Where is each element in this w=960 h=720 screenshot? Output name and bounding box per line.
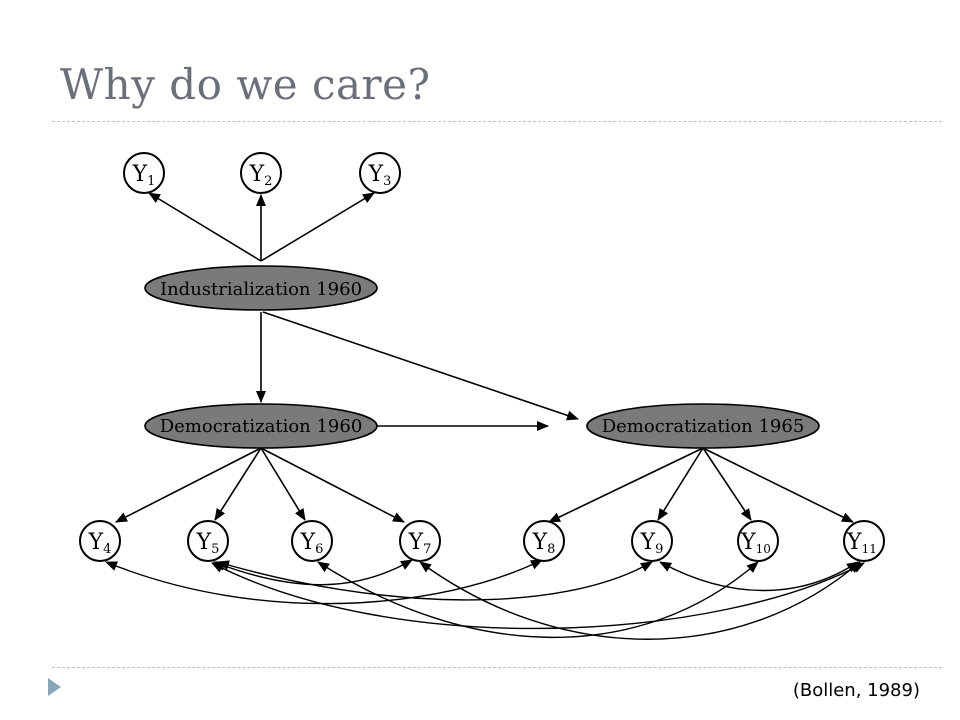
svg-text:Industrialization 1960: Industrialization 1960 [160,279,362,300]
path-ind60-dem65 [262,311,579,421]
path-dem65-y11 [702,447,854,523]
correlation-y5-y11 [211,562,865,630]
node-y2: Y2 [240,152,282,194]
bullet-arrow-icon [48,678,61,696]
svg-text:Y7: Y7 [408,530,432,557]
svg-text:Democratization 1960: Democratization 1960 [160,416,363,437]
node-y5: Y5 [187,520,229,562]
svg-text:Y9: Y9 [640,530,664,557]
path-dem65-y8 [548,447,704,523]
node-y6: Y6 [291,520,333,562]
svg-text:Y5: Y5 [196,530,220,557]
page-title: Why do we care? [60,60,431,109]
svg-text:Y6: Y6 [300,530,324,557]
node-y3: Y3 [359,152,401,194]
path-dem65-y10 [702,447,752,521]
svg-text:Democratization 1965: Democratization 1965 [602,416,805,437]
correlation-y9-y11 [659,561,859,592]
svg-text:Y3: Y3 [368,162,392,189]
citation: (Bollen, 1989) [792,680,920,701]
path-dem60-y6 [260,447,306,521]
node-y9: Y9 [631,520,673,562]
svg-text:Y10: Y10 [740,530,771,556]
correlation-y6-y10 [317,561,759,639]
svg-text:Y1: Y1 [132,162,156,189]
correlation-y7-y11 [419,561,861,640]
correlation-y5-y7 [213,559,413,586]
node-y11: Y11 [843,520,885,562]
node-y7: Y7 [399,520,441,562]
node-industrialization-1960: Industrialization 1960 [144,265,378,311]
node-democratization-1960: Democratization 1960 [144,403,378,449]
path-ind60-y3 [260,192,375,262]
path-dem60-y7 [260,447,405,523]
title-divider [52,121,942,122]
node-y8: Y8 [523,520,565,562]
path-dem60-y5 [214,447,262,521]
path-dem65-y9 [657,447,704,521]
footer-divider [52,667,942,668]
node-y1: Y1 [123,152,165,194]
correlation-y5-y9 [217,560,653,601]
svg-text:Y2: Y2 [249,162,273,189]
node-democratization-1965: Democratization 1965 [586,403,820,449]
svg-text:Y4: Y4 [88,530,112,557]
svg-text:Y8: Y8 [532,530,556,557]
path-ind60-y1 [148,192,262,262]
svg-text:Y11: Y11 [846,530,877,556]
correlation-y4-y8 [105,559,543,605]
node-y4: Y4 [79,520,121,562]
path-dem60-y4 [115,447,262,523]
node-y10: Y10 [737,520,779,562]
